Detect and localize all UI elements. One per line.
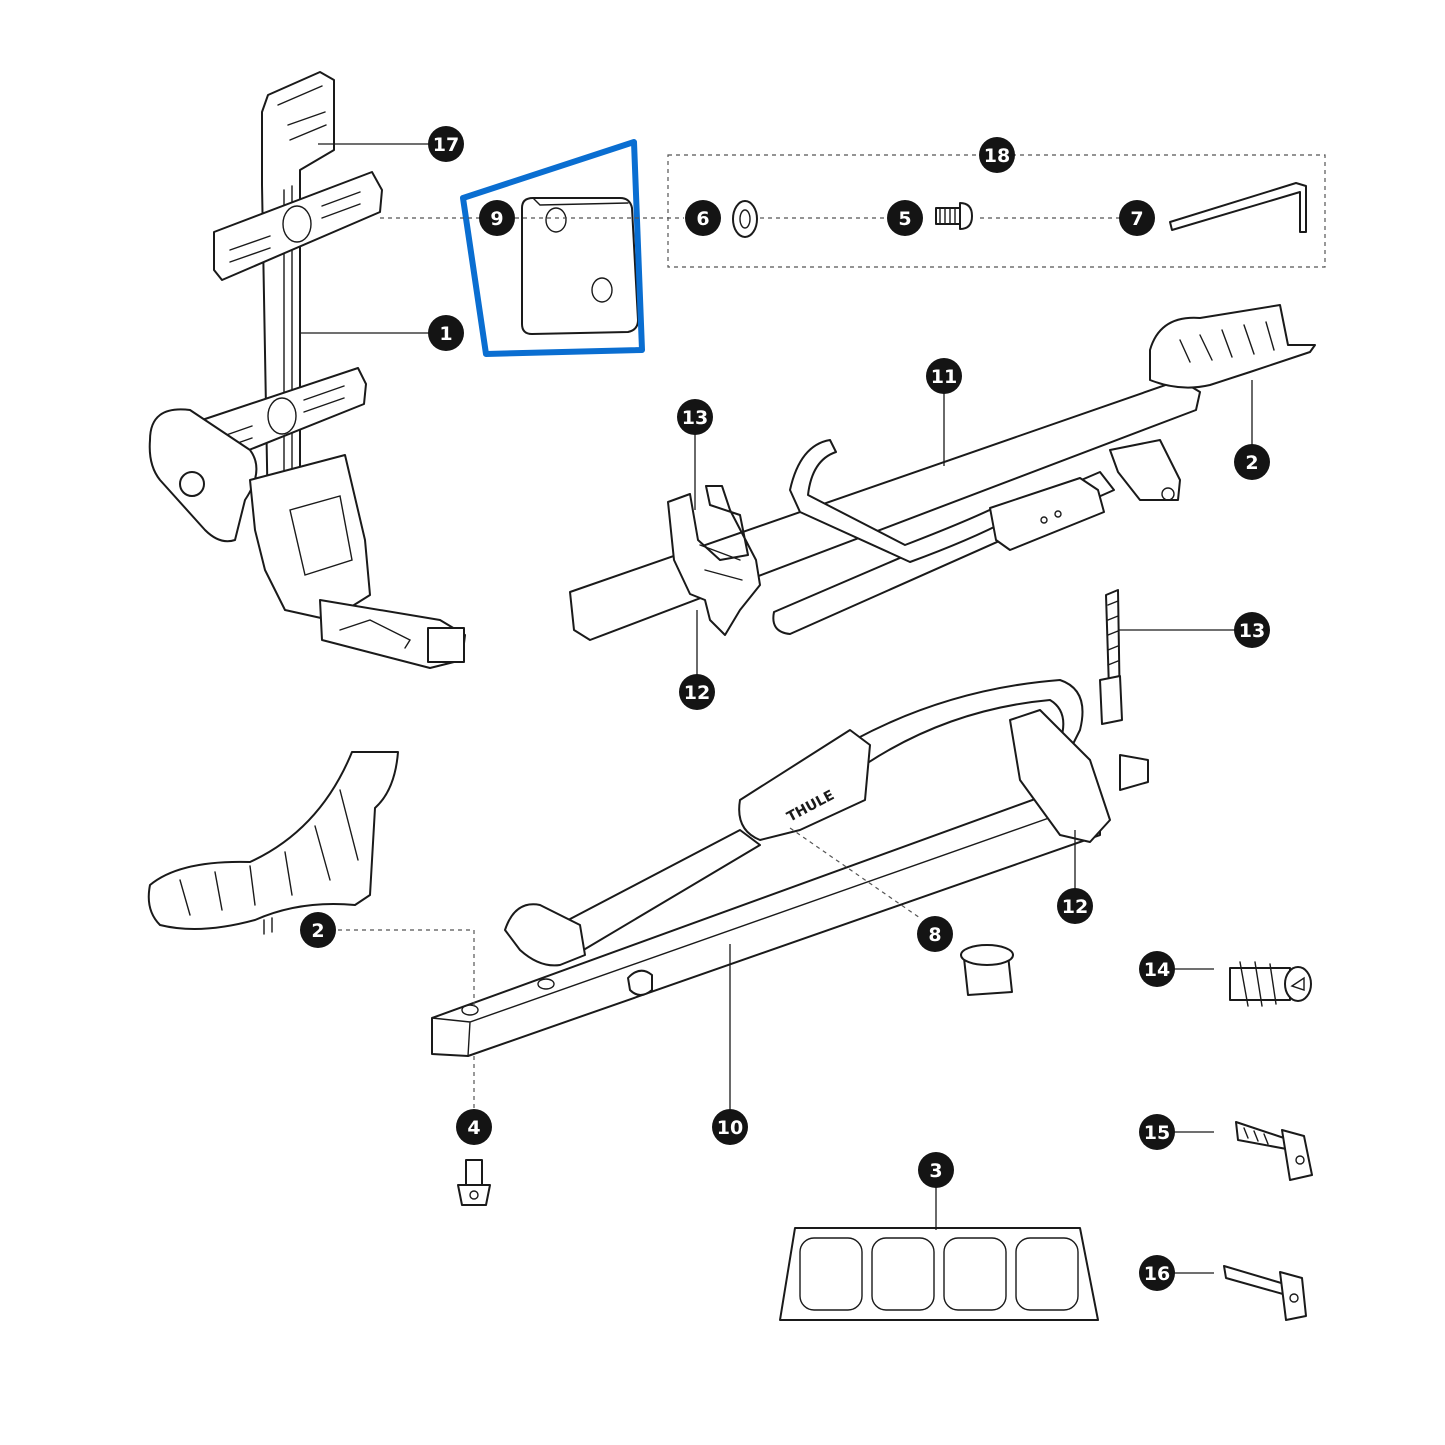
callout-12-bottom: 12 bbox=[1057, 888, 1093, 924]
svg-text:10: 10 bbox=[717, 1117, 743, 1139]
highlight-outline bbox=[460, 139, 645, 357]
svg-text:12: 12 bbox=[1062, 896, 1088, 918]
callout-6: 6 bbox=[685, 200, 721, 236]
callout-10: 10 bbox=[712, 1109, 748, 1145]
callout-2-bottom: 2 bbox=[300, 912, 336, 948]
part-4-screw bbox=[457, 1159, 491, 1206]
svg-text:13: 13 bbox=[1239, 620, 1265, 642]
svg-text:8: 8 bbox=[928, 924, 941, 946]
svg-text:11: 11 bbox=[931, 366, 957, 388]
callout-1: 1 bbox=[428, 315, 464, 351]
callout-15: 15 bbox=[1139, 1114, 1175, 1150]
svg-text:4: 4 bbox=[467, 1117, 480, 1139]
callout-13-bottom: 13 bbox=[1234, 612, 1270, 648]
part-7-hex-key bbox=[1169, 182, 1307, 233]
dashed-leader-lines bbox=[338, 217, 1120, 1110]
part-15-key bbox=[1235, 1121, 1313, 1181]
svg-text:1: 1 bbox=[439, 323, 452, 345]
part-11-upper-arm bbox=[569, 304, 1316, 641]
callout-12-top: 12 bbox=[679, 674, 715, 710]
callout-2-top: 2 bbox=[1234, 444, 1270, 480]
part-16-key bbox=[1223, 1265, 1307, 1321]
part-3-pads-sheet bbox=[779, 1227, 1099, 1321]
part-14-lock-cylinder bbox=[1229, 961, 1312, 1007]
svg-text:5: 5 bbox=[898, 208, 911, 230]
svg-text:18: 18 bbox=[984, 145, 1010, 167]
callout-14: 14 bbox=[1139, 951, 1175, 987]
svg-text:12: 12 bbox=[684, 682, 710, 704]
callout-11: 11 bbox=[926, 358, 962, 394]
part-6-washer bbox=[732, 200, 758, 238]
svg-text:7: 7 bbox=[1130, 208, 1143, 230]
callout-8: 8 bbox=[917, 916, 953, 952]
svg-text:17: 17 bbox=[433, 134, 459, 156]
svg-text:6: 6 bbox=[696, 208, 709, 230]
svg-text:9: 9 bbox=[490, 208, 503, 230]
svg-text:2: 2 bbox=[1245, 452, 1258, 474]
part-upright-mast bbox=[148, 71, 466, 669]
callout-17: 17 bbox=[428, 126, 464, 162]
part-12-frame-clamp-top bbox=[667, 485, 761, 636]
svg-text:2: 2 bbox=[311, 920, 324, 942]
svg-text:16: 16 bbox=[1144, 1263, 1170, 1285]
part-2-wheel-tray bbox=[147, 751, 399, 935]
callout-18: 18 bbox=[979, 137, 1015, 173]
svg-text:13: 13 bbox=[682, 407, 708, 429]
callout-13-top: 13 bbox=[677, 399, 713, 435]
callout-9: 9 bbox=[479, 200, 515, 236]
part-8-end-cap bbox=[960, 944, 1014, 996]
svg-text:15: 15 bbox=[1144, 1122, 1170, 1144]
leader-lines bbox=[300, 143, 1253, 1274]
callout-4: 4 bbox=[456, 1109, 492, 1145]
part-13-strap bbox=[1099, 589, 1123, 725]
callout-16: 16 bbox=[1139, 1255, 1175, 1291]
svg-text:3: 3 bbox=[929, 1160, 942, 1182]
svg-text:14: 14 bbox=[1144, 959, 1170, 981]
callout-3: 3 bbox=[918, 1152, 954, 1188]
part-5-bolt bbox=[935, 202, 973, 230]
callout-7: 7 bbox=[1119, 200, 1155, 236]
part-9-plate bbox=[521, 197, 639, 335]
callout-5: 5 bbox=[887, 200, 923, 236]
part-10-main-bar: THULE bbox=[431, 679, 1149, 1057]
